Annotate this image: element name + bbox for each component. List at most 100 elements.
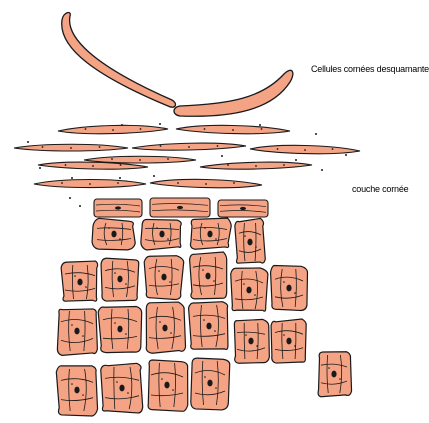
granule-dot [139,159,141,161]
granule-dot [156,227,158,229]
granule-dot [221,155,223,157]
granule-dot [188,146,190,148]
granule-dot [108,227,110,229]
keratinocyte-cells [56,218,351,416]
granule-dot [217,145,219,147]
cell-nucleus [159,231,164,238]
granule-dot [345,154,347,156]
granule-dot [213,280,215,282]
granule-dot [283,334,285,336]
granule-dot [79,205,81,207]
granule-dot [214,330,216,332]
granule-dot [244,235,246,237]
granule-dot [74,275,76,277]
granule-dot [170,332,172,334]
granule-dot [116,381,118,383]
granule-dot [259,124,261,126]
granule-dot [328,367,330,369]
granule-dot [112,129,114,131]
cell-nucleus [207,231,212,238]
granule-dot [92,165,94,167]
granule-dot [159,123,161,125]
granule-dot [283,164,285,166]
cell-nucleus [248,338,253,345]
cell-nucleus [164,382,169,389]
granule-dot [99,146,101,148]
granule-dot [27,141,29,143]
granule-dot [125,283,127,285]
granule-dot [203,319,205,321]
cell-nucleus [162,325,167,332]
granule-dot [85,128,87,130]
granule-dot [153,175,155,177]
cell-nucleus [240,207,246,210]
cell-nucleus [117,276,122,283]
cell-nucleus [161,274,166,281]
granule-dot [120,164,122,166]
granule-dot [227,164,229,166]
granule-dot [204,376,206,378]
granule-dot [205,183,207,185]
granule-dot [295,159,297,161]
granule-dot [61,182,63,184]
cell-nucleus [177,206,183,209]
granule-dot [172,389,174,391]
cell-nucleus [247,239,252,246]
granule-dot [177,182,179,184]
granule-dot [160,145,162,147]
desquamating-cell [62,13,176,108]
cell-nucleus [207,380,212,387]
granule-dot [315,133,317,135]
granule-dot [140,128,142,130]
granule-dot [215,238,217,240]
granule-dot [71,177,73,179]
cell-nucleus [286,338,291,345]
stratum-corneum-cells [14,123,360,207]
cell-nucleus [286,285,291,292]
granule-dot [233,182,235,184]
desquamating-cells [62,13,293,117]
granule-dot [255,165,257,167]
granule-dot [294,292,296,294]
granule-dot [339,378,341,380]
desquamating-cell [174,70,293,116]
granule-dot [158,270,160,272]
cell-nucleus [111,231,116,238]
granule-dot [82,394,84,396]
granule-dot [82,335,84,337]
cell-nucleus [246,287,251,294]
flattened-cells [94,198,268,217]
granule-dot [321,169,323,171]
granule-dot [254,294,256,296]
granule-dot [65,164,67,166]
granule-dot [111,158,113,160]
desquamating-cells-label: Cellules cornées desquamantes [311,64,429,74]
granule-dot [232,129,234,131]
granule-dot [204,128,206,130]
granule-dot [294,345,296,347]
granule-dot [283,281,285,283]
granule-dot [71,324,73,326]
granule-dot [243,283,245,285]
granule-dot [255,246,257,248]
granule-dot [125,333,127,335]
granule-dot [42,146,44,148]
granule-dot [39,167,41,169]
granule-dot [256,345,258,347]
cell-nucleus [115,206,121,209]
granule-dot [332,148,334,150]
granule-dot [119,177,121,179]
granule-dot [167,158,169,160]
granule-dot [69,197,71,199]
cell-nucleus [331,371,336,378]
granule-dot [161,378,163,380]
granule-dot [245,334,247,336]
granule-dot [202,269,204,271]
granule-dot [114,322,116,324]
granule-dot [169,281,171,283]
granule-dot [261,128,263,130]
granule-dot [127,392,129,394]
cell-nucleus [77,279,82,286]
cell-nucleus [74,387,79,394]
